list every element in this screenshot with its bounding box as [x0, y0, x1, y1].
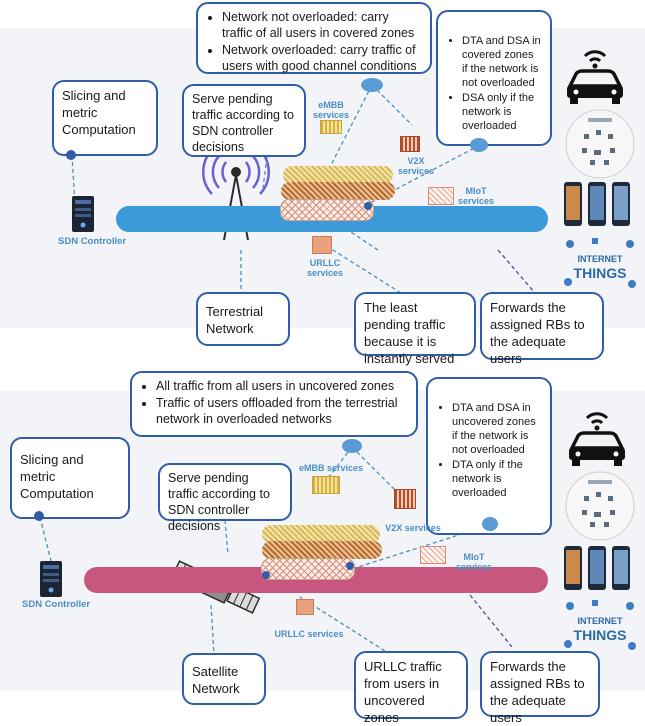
pending-box: The least pending traffic because it is … [354, 292, 476, 366]
miot-pipe [280, 199, 374, 221]
car-icon [567, 50, 623, 104]
miot-label: MIoT services [455, 552, 493, 572]
smart-city-icon [565, 109, 635, 179]
v2x-pipe [262, 541, 382, 559]
v2x-label: V2X services [397, 156, 435, 176]
urllc-square [312, 236, 332, 254]
server-icon [72, 196, 94, 232]
slicing-text: Slicing and metric Computation [20, 452, 94, 501]
note-item: All traffic from all users in uncovered … [156, 378, 408, 394]
dta-box: DTA and DSA in covered zones if the netw… [436, 10, 552, 146]
embb-label: eMBB services [298, 463, 364, 473]
note-item: Network overloaded: carry traffic of use… [222, 42, 422, 74]
dta-item: DTA only if the network is overloaded [452, 458, 542, 500]
smartphones-icon [564, 182, 630, 226]
embb-pipe [262, 525, 380, 543]
connector-dot [361, 78, 383, 92]
notes-box: Network not overloaded: carry traffic of… [196, 2, 432, 74]
dta-item: DTA and DSA in covered zones if the netw… [462, 34, 542, 90]
forward-box: Forwards the assigned RBs to the adequat… [480, 651, 600, 725]
urllc-square [296, 599, 314, 615]
connector-dot [342, 439, 362, 453]
svg-text:INTERNET: INTERNET [578, 616, 624, 626]
network-text: Terrestrial Network [206, 304, 264, 336]
v2x-label: V2X services [385, 523, 441, 533]
connector-dot [482, 517, 498, 531]
slicing-box: Slicing and metric Computation [10, 437, 130, 519]
smart-city-icon [565, 471, 635, 541]
serve-box: Serve pending traffic according to SDN c… [182, 84, 306, 157]
embb-pipe [283, 166, 393, 184]
dta-item: DSA only if the network is overloaded [462, 91, 542, 133]
connector-dot [262, 571, 270, 579]
urllc-label: URLLC services [306, 258, 344, 278]
network-text: Satellite Network [192, 664, 240, 696]
dta-item: DTA and DSA in uncovered zones if the ne… [452, 401, 542, 457]
v2x-pipe [281, 182, 395, 200]
embb-label: eMBB services [312, 100, 350, 120]
notes-box: All traffic from all users in uncovered … [130, 371, 418, 437]
car-icon [569, 412, 625, 466]
dta-box: DTA and DSA in uncovered zones if the ne… [426, 377, 552, 535]
serve-text: Serve pending traffic according to SDN c… [192, 92, 294, 154]
svg-text:THINGS: THINGS [574, 627, 627, 643]
embb-square [312, 476, 340, 494]
connector-dot [364, 202, 372, 210]
svg-text:THINGS: THINGS [574, 265, 627, 281]
pending-text: URLLC traffic from users in uncovered zo… [364, 659, 442, 725]
slicing-text: Slicing and metric Computation [62, 88, 136, 137]
slicing-box: Slicing and metric Computation [52, 80, 158, 156]
server-icon [40, 561, 62, 597]
controller-label: SDN Controller [58, 236, 127, 247]
connector-dot [346, 562, 354, 570]
pending-box: URLLC traffic from users in uncovered zo… [354, 651, 468, 725]
satellite-panel: Slicing and metric Computation Serve pen… [0, 365, 645, 725]
controller-label: SDN Controller [22, 599, 91, 610]
v2x-square [400, 136, 420, 152]
miot-pipe [261, 558, 355, 580]
svg-text:INTERNET: INTERNET [578, 254, 624, 264]
terrestrial-panel: Slicing and metric Computation Serve pen… [0, 0, 645, 366]
smartphones-icon [564, 546, 630, 590]
network-box: Satellite Network [182, 653, 266, 705]
pending-text: The least pending traffic because it is … [364, 300, 455, 366]
miot-label: MIoT services [457, 186, 495, 206]
serve-text: Serve pending traffic according to SDN c… [168, 471, 270, 533]
connector-dot [66, 150, 76, 160]
iot-icon: INTERNET THINGS [564, 600, 636, 650]
forward-text: Forwards the assigned RBs to the adequat… [490, 659, 585, 725]
forward-box: Forwards the assigned RBs to the adequat… [480, 292, 604, 366]
miot-square [420, 546, 446, 564]
note-item: Network not overloaded: carry traffic of… [222, 9, 422, 41]
forward-text: Forwards the assigned RBs to the adequat… [490, 300, 585, 366]
v2x-square [394, 489, 416, 509]
connector-dot [34, 511, 44, 521]
network-box: Terrestrial Network [196, 292, 290, 346]
note-item: Traffic of users offloaded from the terr… [156, 395, 408, 427]
miot-square [428, 187, 454, 205]
urllc-label: URLLC services [274, 629, 344, 639]
embb-square [320, 120, 342, 134]
serve-box: Serve pending traffic according to SDN c… [158, 463, 292, 533]
connector-dot [470, 138, 488, 152]
iot-icon: INTERNET THINGS [564, 238, 636, 288]
